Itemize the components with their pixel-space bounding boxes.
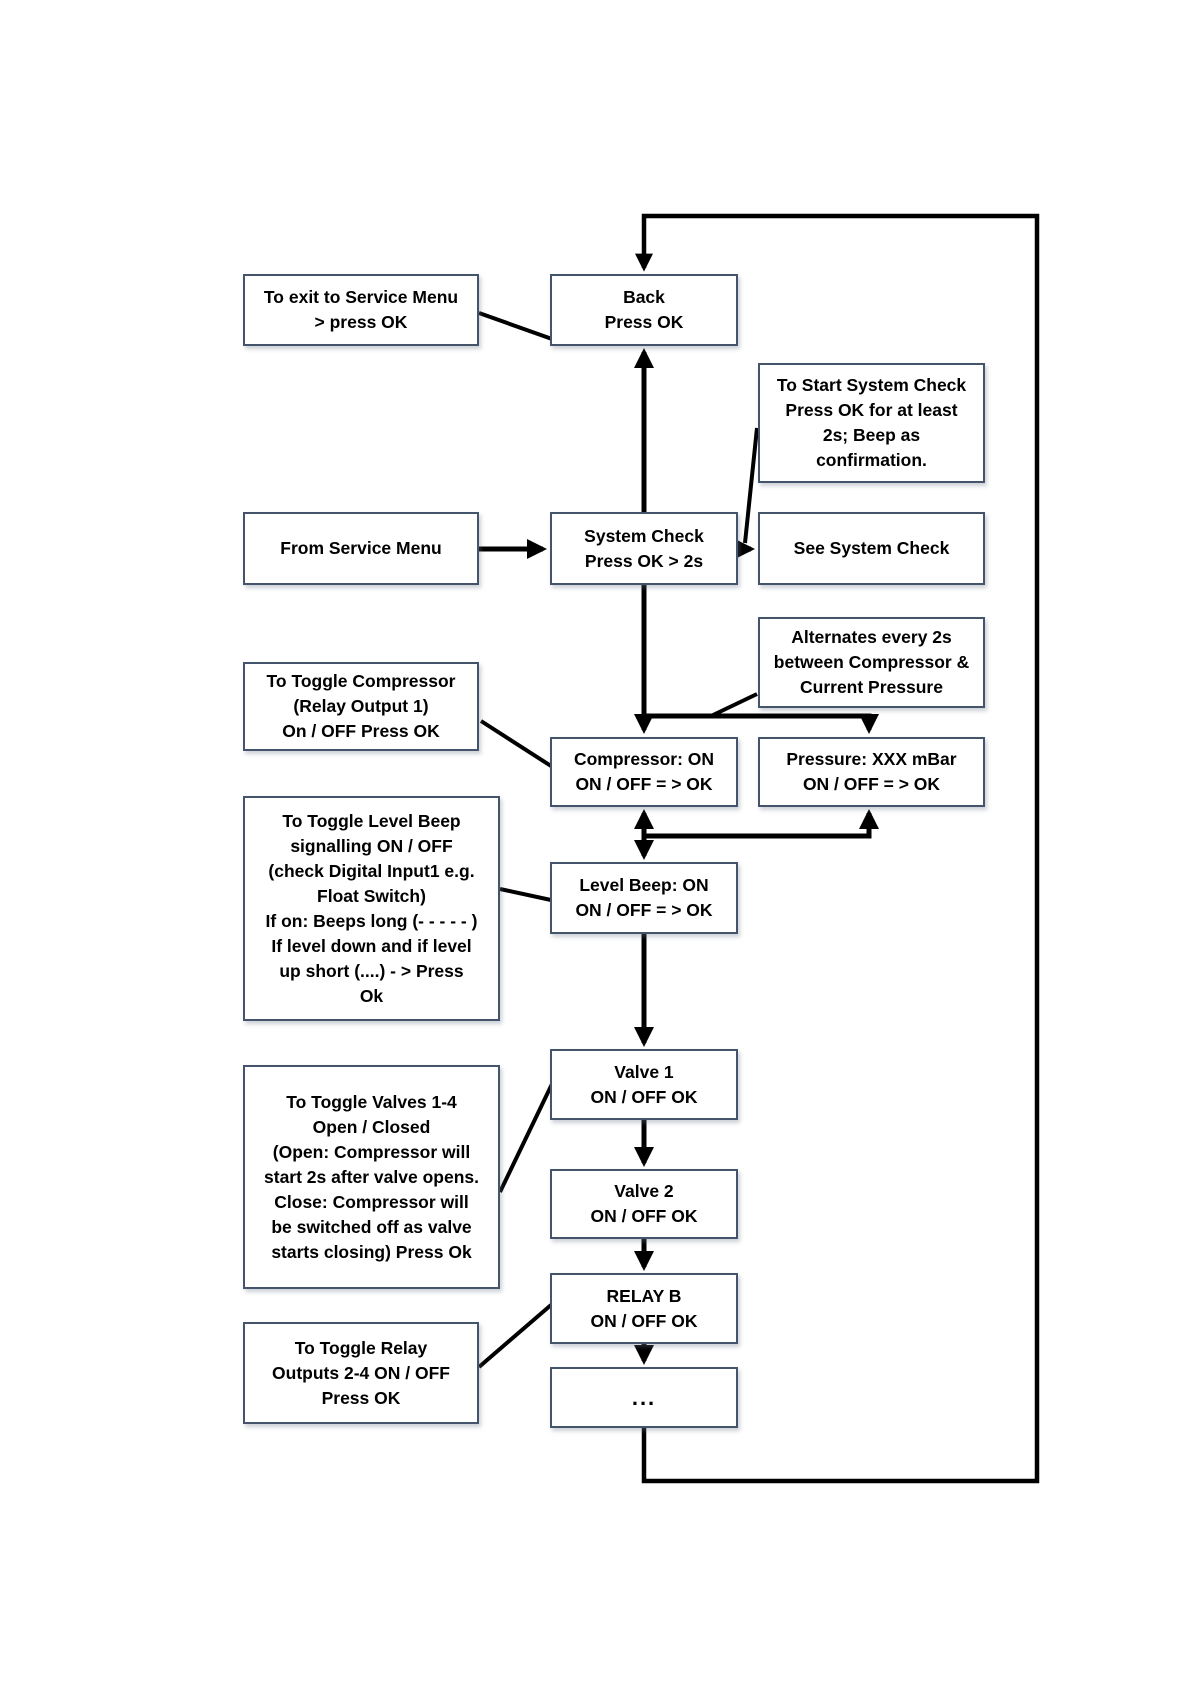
node-system-check: System Check Press OK > 2s	[550, 512, 738, 585]
node-exit-service-menu-note: To exit to Service Menu > press OK	[243, 274, 479, 346]
node-from-service-menu: From Service Menu	[243, 512, 479, 585]
node-see-system-check: See System Check	[758, 512, 985, 585]
flow-arrow-levelbeep-to-pressure	[646, 809, 879, 839]
leader-line-togglevalves-valve1	[498, 1083, 554, 1193]
loop-line-return	[635, 213, 1040, 1484]
node-valve-1: Valve 1 ON / OFF OK	[550, 1049, 738, 1120]
node-relay-b: RELAY B ON / OFF OK	[550, 1273, 738, 1344]
leader-line-alternates-branch	[710, 692, 758, 718]
leader-line-togglecompressor-compressor	[479, 719, 553, 768]
leader-line-togglelevelbeep-levelbeep	[499, 887, 552, 902]
node-toggle-level-beep-note: To Toggle Level Beep signalling ON / OFF…	[243, 796, 500, 1021]
leader-line-togglerelay-relayb	[477, 1303, 553, 1369]
node-compressor: Compressor: ON ON / OFF = > OK	[550, 737, 738, 807]
node-valve-2: Valve 2 ON / OFF OK	[550, 1169, 738, 1239]
node-back: Back Press OK	[550, 274, 738, 346]
node-start-system-check-note: To Start System Check Press OK for at le…	[758, 363, 985, 483]
leader-line-toexit-back	[478, 311, 553, 341]
flow-arrow-branch-to-pressure	[644, 713, 879, 734]
node-level-beep: Level Beep: ON ON / OFF = > OK	[550, 862, 738, 934]
node-toggle-compressor-note: To Toggle Compressor (Relay Output 1) On…	[243, 662, 479, 751]
node-ellipsis: ...	[550, 1367, 738, 1428]
leader-line-tostart-junction	[743, 427, 759, 544]
node-toggle-valves-note: To Toggle Valves 1-4 Open / Closed (Open…	[243, 1065, 500, 1289]
node-pressure: Pressure: XXX mBar ON / OFF = > OK	[758, 737, 985, 807]
node-alternates-note: Alternates every 2s between Compressor &…	[758, 617, 985, 708]
node-toggle-relay-note: To Toggle Relay Outputs 2-4 ON / OFF Pre…	[243, 1322, 479, 1424]
